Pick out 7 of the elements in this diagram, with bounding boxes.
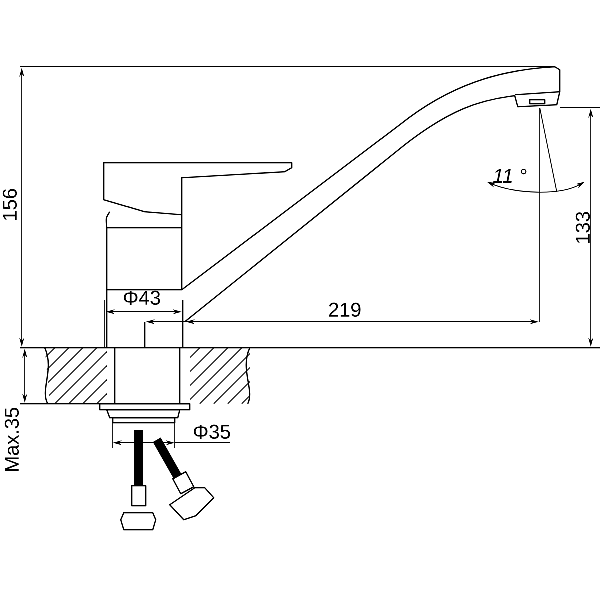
dimension-label: Φ43	[124, 290, 160, 306]
dimension-label: 156	[2, 189, 18, 220]
dimension-label: 11 °	[493, 169, 527, 183]
dimension-label: Φ35	[194, 424, 230, 440]
dimension-label: 133	[576, 212, 590, 244]
dimension-label: 219	[329, 302, 361, 318]
dimension-label: Max.35	[4, 408, 20, 472]
